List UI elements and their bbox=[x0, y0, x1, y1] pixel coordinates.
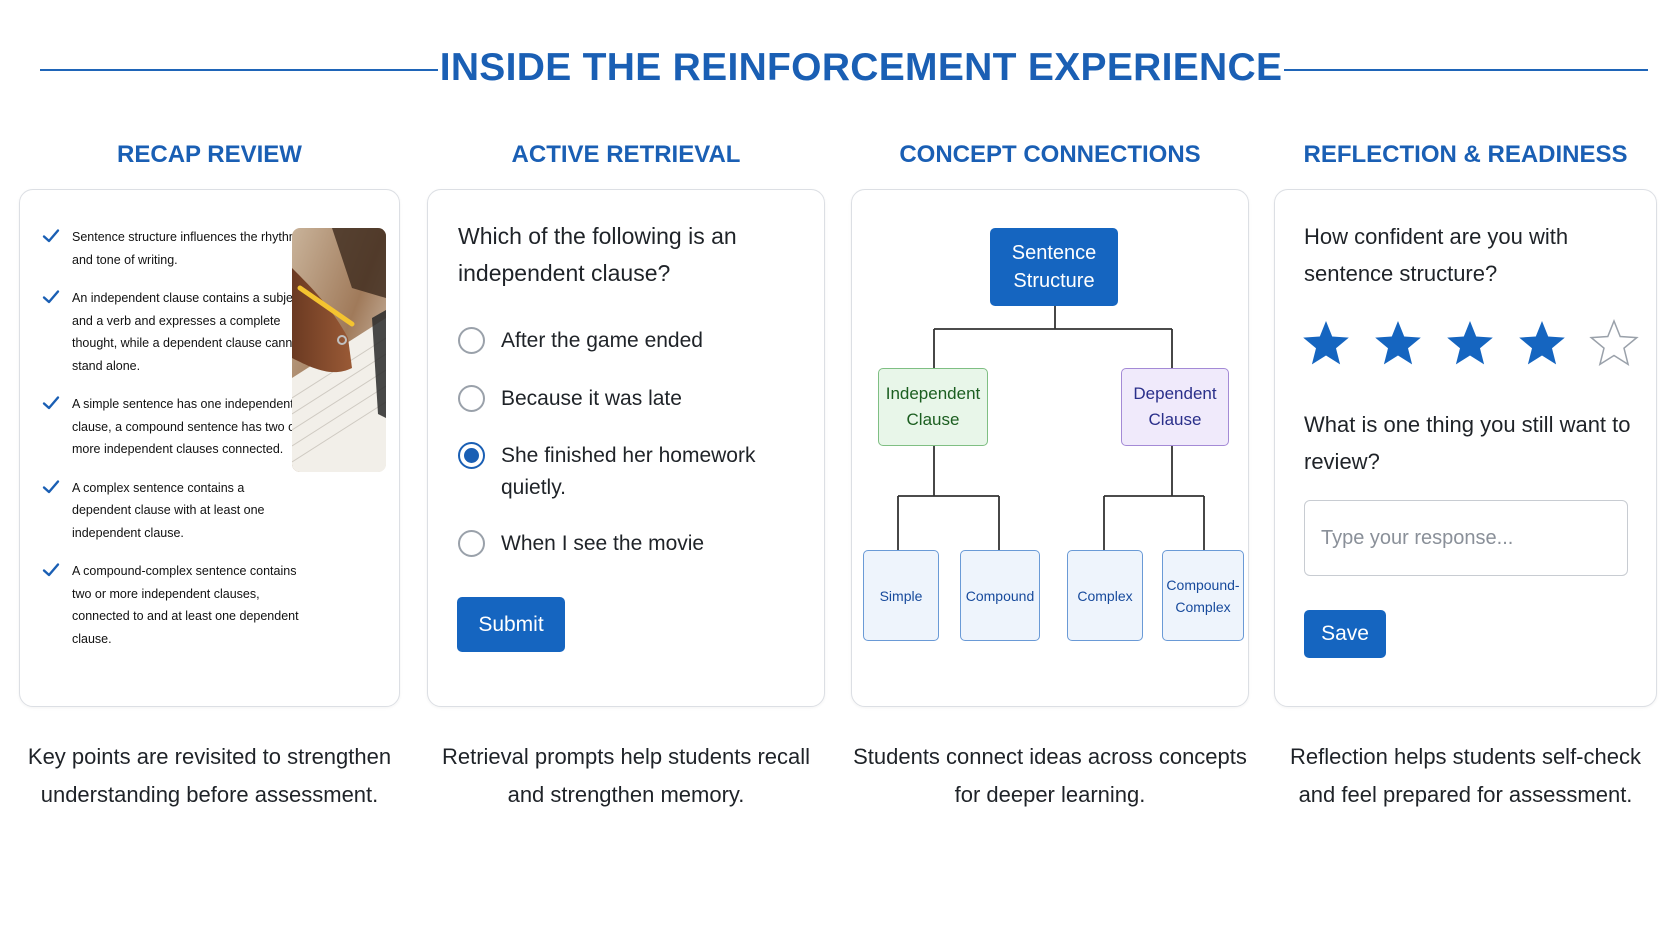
recap-item: An independent clause contains a subject… bbox=[40, 287, 306, 377]
option-label: When I see the movie bbox=[501, 532, 705, 555]
title-rule-right bbox=[1284, 69, 1648, 71]
recap-text: An independent clause contains a subject… bbox=[72, 291, 303, 373]
recap-heading: RECAP REVIEW bbox=[117, 141, 302, 168]
node-dependent-clause: Dependent Clause bbox=[1121, 368, 1229, 446]
node-simple: Simple bbox=[863, 550, 939, 641]
recap-caption: Key points are revisited to strengthen u… bbox=[27, 744, 392, 807]
node-independent-clause: Independent Clause bbox=[878, 368, 988, 446]
answer-option-1[interactable]: After the game ended bbox=[458, 325, 818, 383]
retrieval-heading: ACTIVE RETRIEVAL bbox=[511, 141, 741, 168]
reflection-caption: Reflection helps students self-check and… bbox=[1290, 744, 1641, 807]
recap-item: Sentence structure influences the rhythm… bbox=[40, 226, 306, 271]
submit-button[interactable]: Submit bbox=[457, 597, 565, 652]
retrieval-question: Which of the following is an independent… bbox=[458, 223, 737, 286]
radio-button[interactable] bbox=[458, 385, 485, 412]
recap-text: Sentence structure influences the rhythm… bbox=[72, 230, 303, 267]
node-compound: Compound bbox=[960, 550, 1040, 641]
node-complex: Complex bbox=[1067, 550, 1143, 641]
answer-options: After the game ended Because it was late… bbox=[458, 325, 818, 578]
radio-button[interactable] bbox=[458, 530, 485, 557]
recap-text: A compound-complex sentence contains two… bbox=[72, 564, 299, 646]
retrieval-caption: Retrieval prompts help students recall a… bbox=[441, 744, 811, 807]
star-filled-icon[interactable] bbox=[1445, 318, 1495, 368]
confidence-rating[interactable] bbox=[1301, 318, 1661, 368]
reflection-heading: REFLECTION & READINESS bbox=[1303, 141, 1628, 168]
recap-card: Sentence structure influences the rhythm… bbox=[19, 189, 400, 707]
star-empty-icon[interactable] bbox=[1589, 318, 1639, 368]
retrieval-card: Which of the following is an independent… bbox=[427, 189, 825, 707]
check-icon bbox=[42, 563, 60, 577]
node-sentence-structure: Sentence Structure bbox=[990, 228, 1118, 306]
check-icon bbox=[42, 396, 60, 410]
answer-option-4[interactable]: When I see the movie bbox=[458, 528, 818, 578]
star-filled-icon[interactable] bbox=[1373, 318, 1423, 368]
review-question: What is one thing you still want to revi… bbox=[1304, 412, 1631, 474]
save-button[interactable]: Save bbox=[1304, 610, 1386, 658]
option-label: She finished her homework quietly. bbox=[501, 444, 756, 499]
page-title: INSIDE THE REINFORCEMENT EXPERIENCE bbox=[439, 46, 1283, 89]
check-icon bbox=[42, 290, 60, 304]
recap-text: A complex sentence contains a dependent … bbox=[72, 480, 265, 540]
check-icon bbox=[42, 479, 60, 493]
star-filled-icon[interactable] bbox=[1301, 318, 1351, 368]
recap-item: A compound-complex sentence contains two… bbox=[40, 560, 306, 650]
reflection-card: How confident are you with sentence stru… bbox=[1274, 189, 1657, 707]
check-icon bbox=[42, 229, 60, 243]
concepts-card: Sentence Structure Independent Clause De… bbox=[851, 189, 1249, 707]
student-writing-photo bbox=[292, 228, 386, 472]
answer-option-3[interactable]: She finished her homework quietly. bbox=[458, 440, 818, 528]
radio-button[interactable] bbox=[458, 327, 485, 354]
recap-item: A simple sentence has one independent cl… bbox=[40, 393, 306, 461]
response-input[interactable] bbox=[1304, 500, 1628, 576]
concepts-caption: Students connect ideas across concepts f… bbox=[853, 744, 1247, 807]
recap-list: Sentence structure influences the rhythm… bbox=[40, 226, 306, 666]
confidence-question: How confident are you with sentence stru… bbox=[1304, 224, 1569, 286]
node-compound-complex: Compound-Complex bbox=[1162, 550, 1244, 641]
option-label: After the game ended bbox=[501, 329, 703, 352]
answer-option-2[interactable]: Because it was late bbox=[458, 383, 818, 440]
radio-button-selected[interactable] bbox=[458, 442, 485, 469]
recap-text: A simple sentence has one independent cl… bbox=[72, 397, 300, 456]
star-filled-icon[interactable] bbox=[1517, 318, 1567, 368]
title-rule-left bbox=[40, 69, 438, 71]
option-label: Because it was late bbox=[501, 387, 682, 410]
concepts-heading: CONCEPT CONNECTIONS bbox=[899, 141, 1201, 168]
recap-item: A complex sentence contains a dependent … bbox=[40, 477, 306, 545]
